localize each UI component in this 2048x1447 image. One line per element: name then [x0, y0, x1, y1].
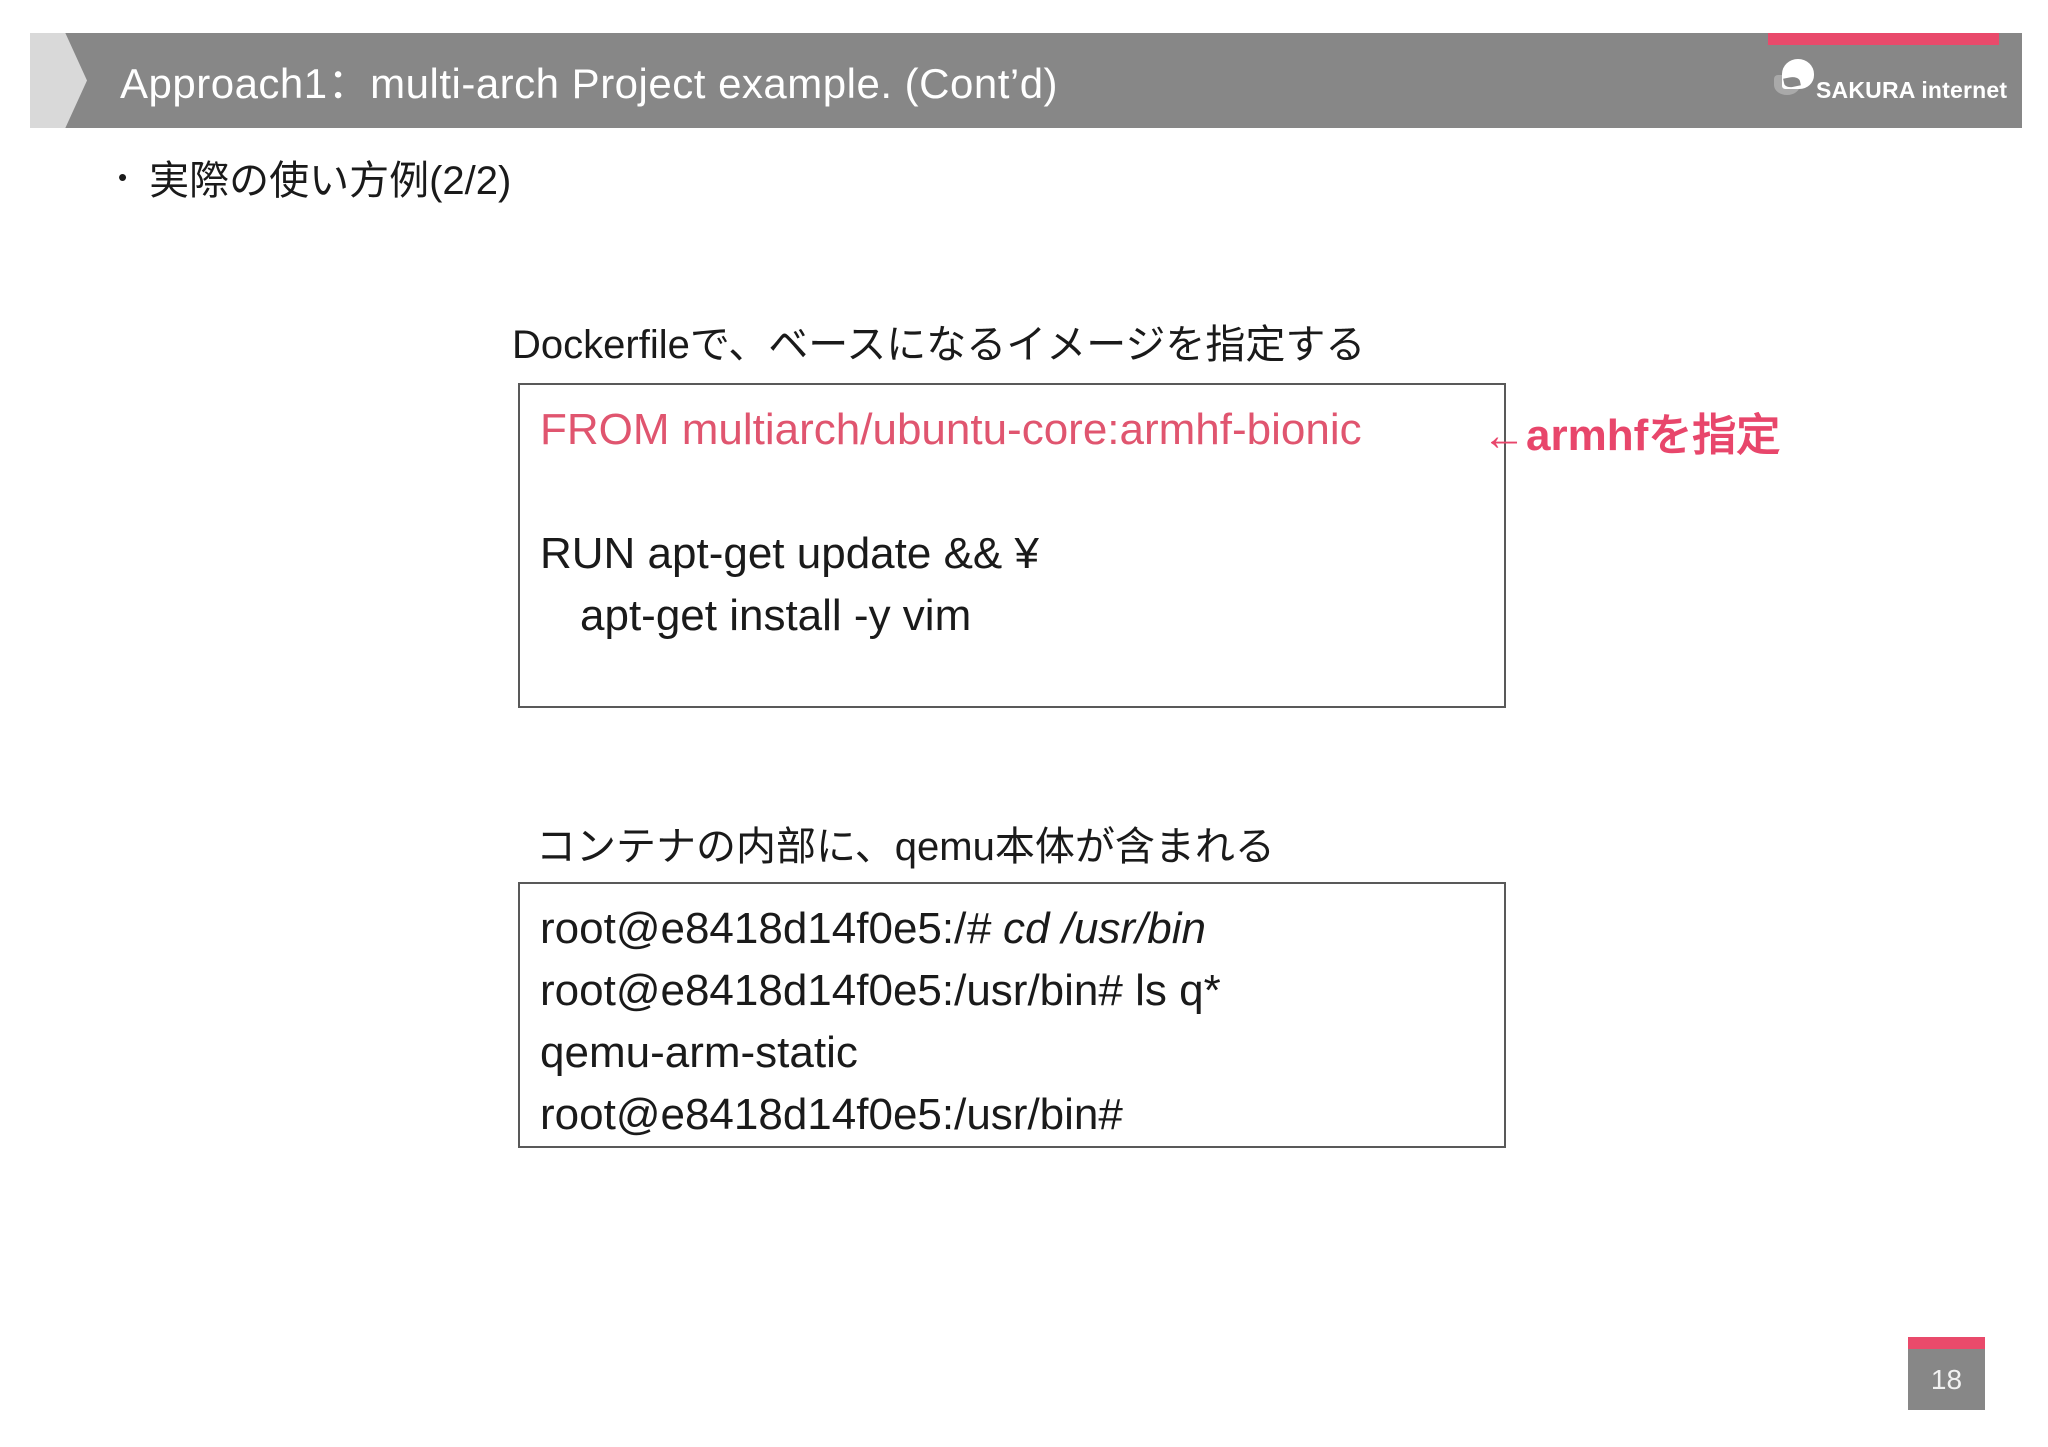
sakura-internet-logo: SAKURA internet	[1774, 55, 2024, 115]
code-line-from: FROM multiarch/ubuntu-core:armhf-bionic	[540, 405, 1362, 454]
page-badge-accent-bar	[1908, 1337, 1985, 1349]
slide-title: Approach1：multi-arch Project example. (C…	[120, 60, 1059, 107]
armhf-annotation: ←armhfを指定	[1482, 411, 1781, 460]
logo-accent-bar	[1768, 33, 1999, 45]
header-bar: Approach1：multi-arch Project example. (C…	[30, 33, 2022, 128]
code-line-install: apt-get install -y vim	[580, 591, 972, 640]
bullet-text: 実際の使い方例(2/2)	[149, 159, 512, 203]
terminal-line-2: root@e8418d14f0e5:/usr/bin# ls q*	[540, 966, 1221, 1015]
qemu-section-heading: コンテナの内部に、qemu本体が含まれる	[536, 825, 1275, 869]
terminal-line-3: qemu-arm-static	[540, 1028, 858, 1077]
chevron-right-icon	[30, 33, 87, 128]
bullet-marker: •	[118, 161, 128, 192]
terminal-line-1-prefix: root@e8418d14f0e5:/	[540, 904, 967, 953]
bullet-line: • 実際の使い方例(2/2)	[118, 148, 511, 206]
code-line-run: RUN apt-get update && ¥	[540, 529, 1039, 578]
sakura-flower-icon	[1774, 57, 1814, 97]
terminal-line-1: root@e8418d14f0e5:/# cd /usr/bin	[540, 898, 1504, 960]
page-number: 18	[1930, 1363, 1963, 1395]
page-number-badge: 18	[1908, 1337, 1985, 1410]
terminal-output-box: root@e8418d14f0e5:/# cd /usr/bin root@e8…	[518, 882, 1506, 1148]
dockerfile-section-heading: Dockerfileで、ベースになるイメージを指定する	[512, 323, 1366, 367]
code-blank-line	[540, 461, 1504, 523]
terminal-line-1-command: # cd /usr/bin	[966, 904, 1207, 953]
terminal-line-4: root@e8418d14f0e5:/usr/bin#	[540, 1090, 1123, 1139]
dockerfile-code-box: FROM multiarch/ubuntu-core:armhf-bionic …	[518, 383, 1506, 708]
logo-text: SAKURA internet	[1816, 77, 2008, 103]
